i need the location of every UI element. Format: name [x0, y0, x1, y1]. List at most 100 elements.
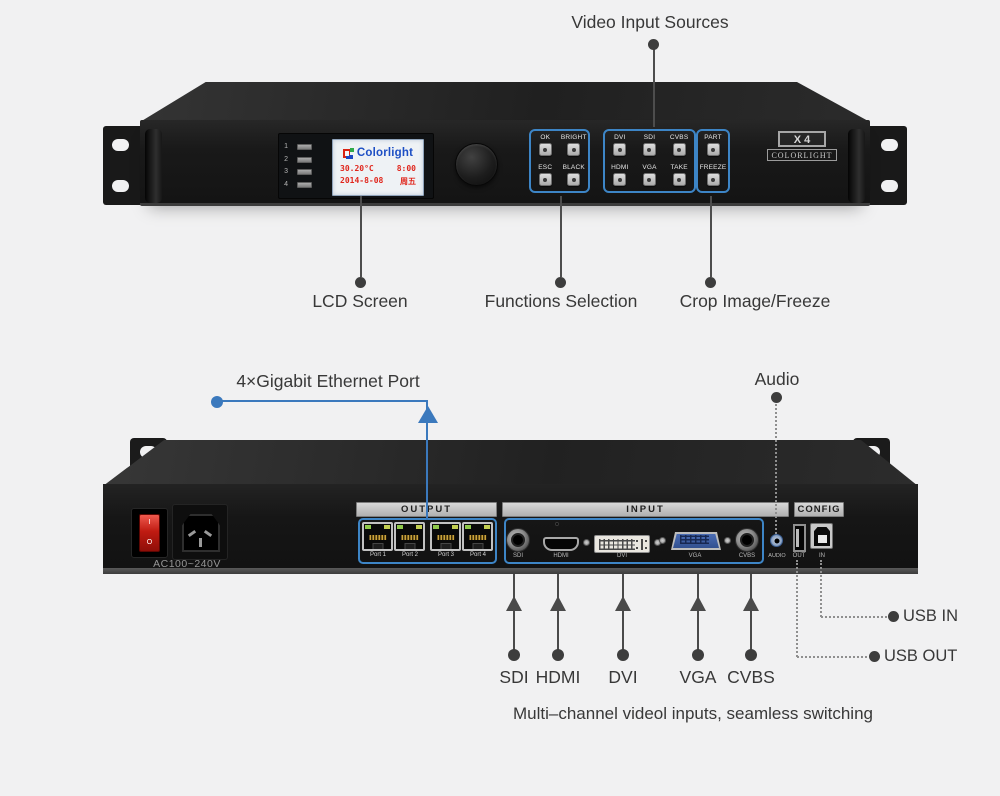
leader-dot	[705, 277, 716, 288]
channel-indicator-number: 4	[284, 181, 288, 188]
button-black: BLACK	[560, 163, 589, 186]
leader-dot	[355, 277, 366, 288]
button-hdmi: HDMI	[605, 163, 634, 186]
power-switch: I O	[131, 508, 168, 558]
brand-badge: COLORLIGHT	[767, 149, 837, 161]
label-audio: Audio	[754, 369, 800, 389]
power-off-mark: O	[146, 539, 153, 546]
lcd-brand-text: Colorlight	[356, 147, 414, 159]
port-label: Port 2	[401, 552, 418, 558]
leader-dot	[869, 651, 880, 662]
power-rocker: I O	[139, 514, 160, 552]
front-panel	[140, 120, 870, 206]
leader-line	[750, 574, 752, 650]
channel-indicator-number: 3	[284, 168, 288, 175]
ear-hole	[881, 139, 898, 151]
leader-line-dotted	[820, 560, 822, 617]
connector-label: CVBS	[738, 553, 756, 559]
connector-label: VGA	[688, 553, 702, 559]
channel-indicator-number: 2	[284, 156, 288, 163]
power-on-mark: I	[148, 519, 151, 526]
leader-line-dotted	[821, 616, 887, 618]
channel-indicator-led	[297, 157, 312, 163]
leader-line-dotted	[775, 404, 777, 534]
ear-hole	[112, 139, 129, 151]
leader-dot	[555, 277, 566, 288]
arrow-up-icon	[418, 406, 438, 423]
label-crop-image-freeze: Crop Image/Freeze	[679, 291, 831, 311]
section-header-input: INPUT	[502, 502, 789, 517]
button-bright: BRIGHT	[560, 133, 589, 156]
label-video-input-sources: Video Input Sources	[571, 12, 729, 32]
channel-indicator-led	[297, 144, 312, 150]
key-cap	[642, 173, 656, 186]
lcd-time: 8:00	[396, 164, 416, 173]
sdi-connector	[506, 528, 530, 552]
back-panel	[103, 484, 918, 568]
dvi-connector	[594, 535, 650, 553]
model-badge: X4	[777, 131, 827, 147]
ethernet-port-3	[430, 522, 461, 551]
button-group-crop-freeze: PART FREEZE	[696, 129, 730, 193]
label-sdi: SDI	[499, 667, 529, 687]
connector-label: IN	[819, 553, 825, 559]
connector-label: DVI	[616, 553, 627, 559]
key-cap	[613, 173, 627, 186]
lcd-weekday: 周五	[400, 177, 416, 186]
rack-ear-right	[867, 126, 907, 205]
key-cap	[672, 173, 686, 186]
rack-ear-left	[103, 126, 143, 205]
leader-line	[360, 196, 362, 277]
channel-indicator-led	[297, 182, 312, 188]
label-dvi: DVI	[608, 667, 638, 687]
connector-label: SDI	[512, 553, 523, 559]
button-cvbs: CVBS	[665, 133, 694, 156]
button-sdi: SDI	[635, 133, 664, 156]
audio-jack	[770, 534, 783, 547]
leader-line	[557, 574, 559, 650]
lcd-temperature: 30.20°C	[340, 164, 374, 173]
port-label: Port 4	[469, 552, 486, 558]
leader-line-blue	[426, 400, 428, 520]
lcd-screen: Colorlight 30.20°C 8:00 2014-8-08 周五	[332, 139, 424, 196]
arrow-up-icon	[615, 596, 631, 611]
back-panel-bottom-edge	[103, 568, 918, 574]
leader-line-dotted	[797, 656, 867, 658]
key-cap	[706, 143, 720, 156]
cvbs-connector	[735, 528, 759, 552]
front-handle-left	[145, 129, 162, 203]
section-header-config: CONFIG	[794, 502, 844, 517]
leader-dot-blue	[211, 396, 223, 408]
channel-indicator-number: 1	[284, 143, 288, 150]
ac-rating-label: AC100~240V	[153, 558, 221, 570]
button-vga: VGA	[635, 163, 664, 186]
screw	[583, 539, 590, 546]
input-ports-outline	[504, 518, 764, 564]
ear-hole	[881, 180, 898, 192]
vga-connector	[671, 532, 721, 550]
arrow-up-icon	[690, 596, 706, 611]
brand-logo: X4 COLORLIGHT	[762, 131, 842, 161]
key-cap	[567, 143, 581, 156]
hdmi-connector	[543, 537, 579, 551]
screw	[724, 537, 731, 544]
button-dvi: DVI	[605, 133, 634, 156]
rotary-knob	[455, 143, 498, 186]
caption-multichannel: Multi–channel videol inputs, seamless sw…	[512, 704, 873, 723]
label-cvbs: CVBS	[727, 667, 775, 687]
label-functions-selection: Functions Selection	[484, 291, 638, 311]
leader-line	[513, 574, 515, 650]
channel-indicator-led	[297, 169, 312, 175]
port-label: Port 3	[437, 552, 454, 558]
key-cap	[538, 143, 552, 156]
leader-line	[560, 196, 562, 277]
leader-dot	[692, 649, 704, 661]
key-cap	[672, 143, 686, 156]
button-esc: ESC	[531, 163, 560, 186]
key-cap	[567, 173, 581, 186]
leader-dot	[745, 649, 757, 661]
connector-label: AUDIO	[768, 553, 786, 559]
ethernet-port-1	[362, 522, 393, 551]
leader-line-dotted	[796, 560, 798, 657]
